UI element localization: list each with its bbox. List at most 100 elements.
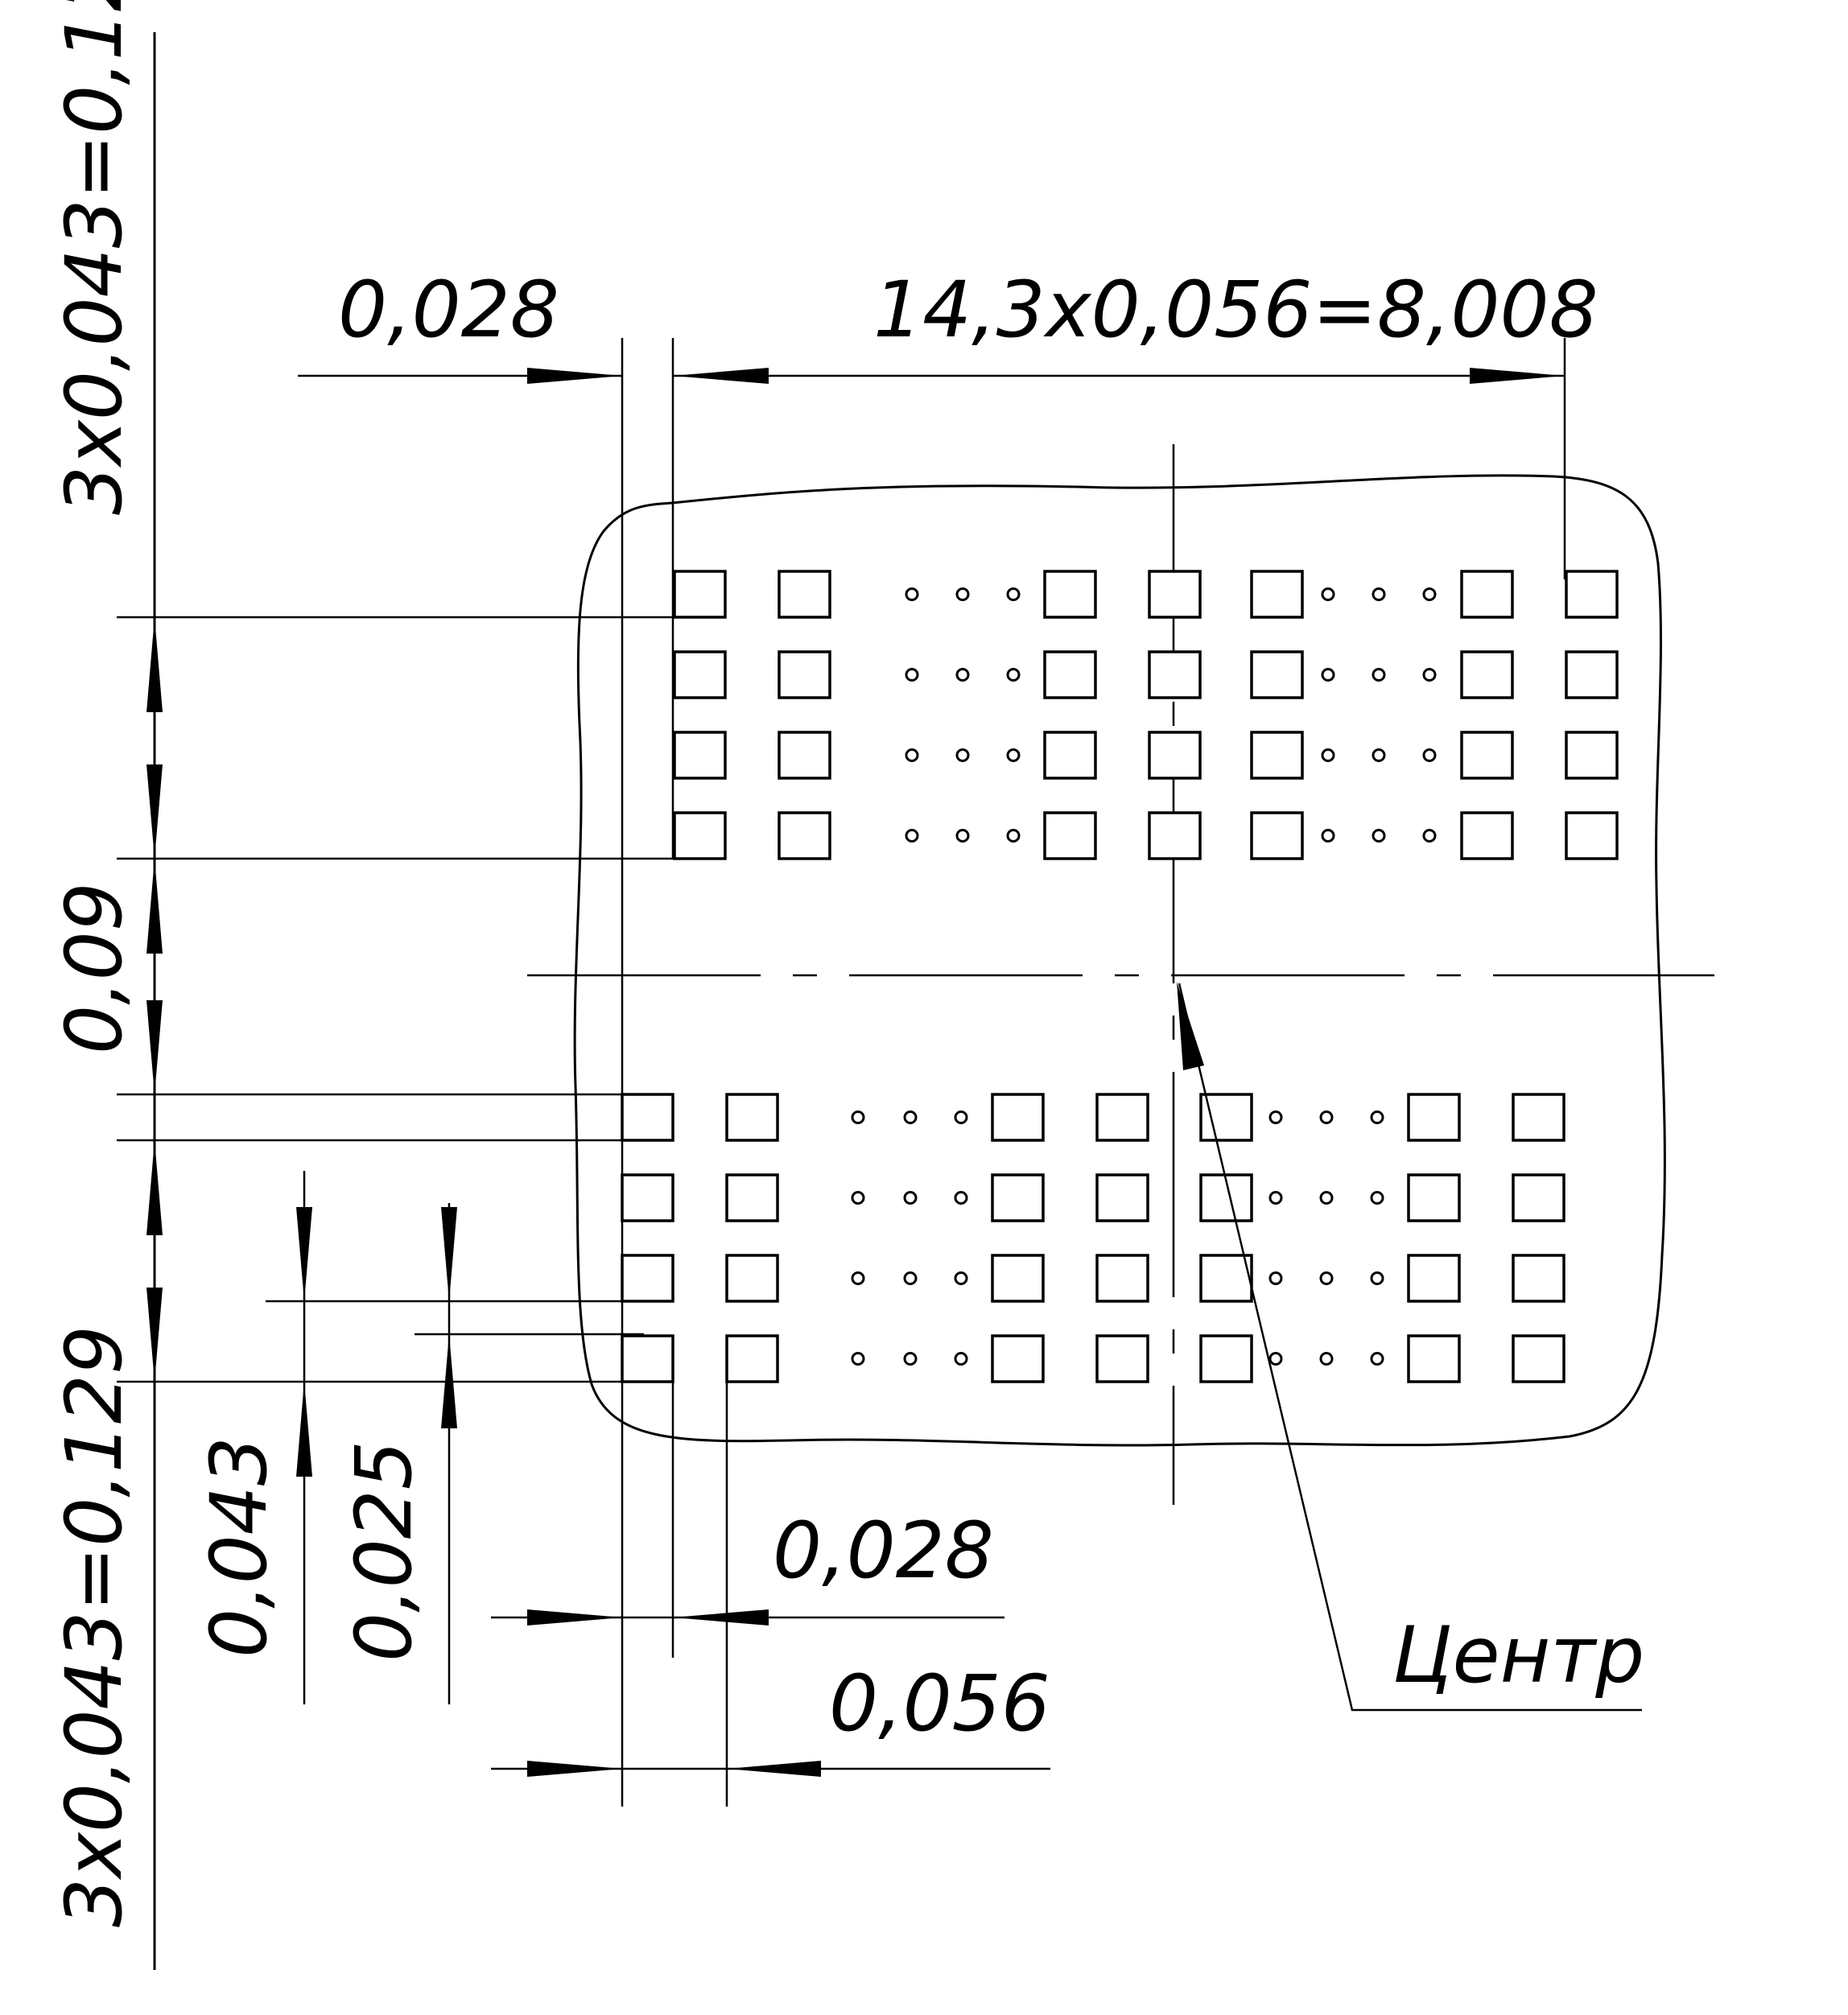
arrowhead (673, 1609, 769, 1626)
top-block-cell (673, 570, 727, 619)
ellipsis-dot (1372, 829, 1386, 843)
bottom-block-cell (1095, 1334, 1149, 1383)
ellipsis-dot (1006, 829, 1021, 843)
ellipsis-dot (1370, 1352, 1384, 1366)
ellipsis-dot (905, 668, 919, 682)
top-block-cell (1460, 650, 1514, 699)
top-block-cell (673, 650, 727, 699)
cell-blocks (621, 570, 1619, 1383)
ellipsis-dot (1422, 587, 1437, 601)
ellipsis-dot (1006, 587, 1021, 601)
bottom-block-cell (621, 1093, 674, 1142)
ellipsis-dot (851, 1271, 865, 1285)
top-block-cell (1250, 650, 1304, 699)
bottom-block-cell (1512, 1254, 1565, 1303)
ellipsis-dot (1321, 829, 1335, 843)
ellipsis-dot (1422, 748, 1437, 762)
ellipsis-dot (905, 829, 919, 843)
bottom-block-cell (991, 1334, 1045, 1383)
dim-label-left-gap: 0,09 (49, 882, 139, 1054)
ellipsis-dot (1319, 1191, 1334, 1205)
top-block-cell (1043, 731, 1097, 780)
arrowhead (146, 1288, 163, 1382)
ellipsis-dot (903, 1352, 918, 1366)
ellipsis-dot (954, 1352, 968, 1366)
ellipsis-dot (1268, 1352, 1283, 1366)
arrowhead (527, 368, 622, 384)
top-block-cell (1565, 570, 1619, 619)
ellipsis-dot (905, 748, 919, 762)
bottom-block-cell (1407, 1093, 1461, 1142)
top-block-cell (673, 731, 727, 780)
ellipsis-dot (1321, 668, 1335, 682)
center-leader (1178, 983, 1642, 1712)
ellipsis-dot (1372, 587, 1386, 601)
ellipsis-dot (955, 668, 970, 682)
bottom-block-cell (991, 1093, 1045, 1142)
ellipsis-dot (1268, 1191, 1283, 1205)
top-block-cell (1460, 570, 1514, 619)
bottom-block-cell (621, 1254, 674, 1303)
bottom-block-cell (621, 1173, 674, 1222)
top-block-cell (1250, 570, 1304, 619)
arrowhead (1177, 982, 1204, 1070)
bottom-block-cell (1095, 1254, 1149, 1303)
ellipsis-dot (1422, 668, 1437, 682)
bottom-block-cell (1199, 1093, 1253, 1142)
ellipsis-dot (1268, 1271, 1283, 1285)
top-block-cell (1565, 731, 1619, 780)
bottom-block-cell (1407, 1334, 1461, 1383)
ellipsis-dot (1319, 1352, 1334, 1366)
top-block-cell (1565, 650, 1619, 699)
top-block-cell (1565, 811, 1619, 860)
arrowhead (296, 1382, 312, 1477)
ellipsis-dot (851, 1352, 865, 1366)
ellipsis-dot (1372, 668, 1386, 682)
top-block-cell (1043, 650, 1097, 699)
bottom-block-cell (1199, 1334, 1253, 1383)
ellipsis-dot (903, 1271, 918, 1285)
arrowhead (673, 368, 769, 384)
top-block-cell (673, 811, 727, 860)
bottom-block-cell (1512, 1173, 1565, 1222)
arrowhead (527, 1609, 622, 1626)
top-block-cell (778, 570, 831, 619)
arrowhead (146, 617, 163, 712)
ellipsis-dot (954, 1191, 968, 1205)
bottom-block-cell (1407, 1173, 1461, 1222)
top-block-cell (1460, 811, 1514, 860)
bottom-block-cell (1512, 1334, 1565, 1383)
arrowhead (296, 1207, 312, 1301)
bottom-block-cell (725, 1334, 779, 1383)
ellipsis-dot (1268, 1111, 1283, 1124)
dim-label-pitch-vertical: 0,043 (194, 1436, 284, 1658)
top-block-cell (778, 650, 831, 699)
arrowhead (441, 1334, 457, 1428)
ellipsis-dot (1006, 748, 1021, 762)
center-label: Центр (1392, 1610, 1644, 1700)
bottom-block-cell (991, 1254, 1045, 1303)
top-block-cell (1250, 731, 1304, 780)
arrowhead (527, 1761, 622, 1777)
dim-label-cell-height: 0,025 (339, 1440, 429, 1662)
top-block-cell (1148, 650, 1202, 699)
dim-label-top-gap: 0,028 (338, 265, 559, 355)
bottom-block-cell (1407, 1254, 1461, 1303)
ellipsis-dot (851, 1191, 865, 1205)
ellipsis-dot (954, 1271, 968, 1285)
dim-label-bottom-width: 0,028 (773, 1506, 994, 1596)
top-block-cell (1043, 570, 1097, 619)
arrowhead (146, 1000, 163, 1094)
arrowhead (1470, 368, 1565, 384)
top-block-cell (1250, 811, 1304, 860)
ellipsis-dot (1422, 829, 1437, 843)
dim-label-top-total: 14,3x0,056=8,008 (873, 265, 1598, 355)
arrowhead (441, 1207, 457, 1301)
dim-label-bottom-pitch: 0,056 (829, 1659, 1050, 1749)
ellipsis-dot (1372, 748, 1386, 762)
dim-label-left-bottom: 3x0,043=0,129 (49, 1325, 139, 1927)
ellipsis-dot (1319, 1271, 1334, 1285)
bottom-block-cell (1512, 1093, 1565, 1142)
bottom-block-cell (725, 1093, 779, 1142)
